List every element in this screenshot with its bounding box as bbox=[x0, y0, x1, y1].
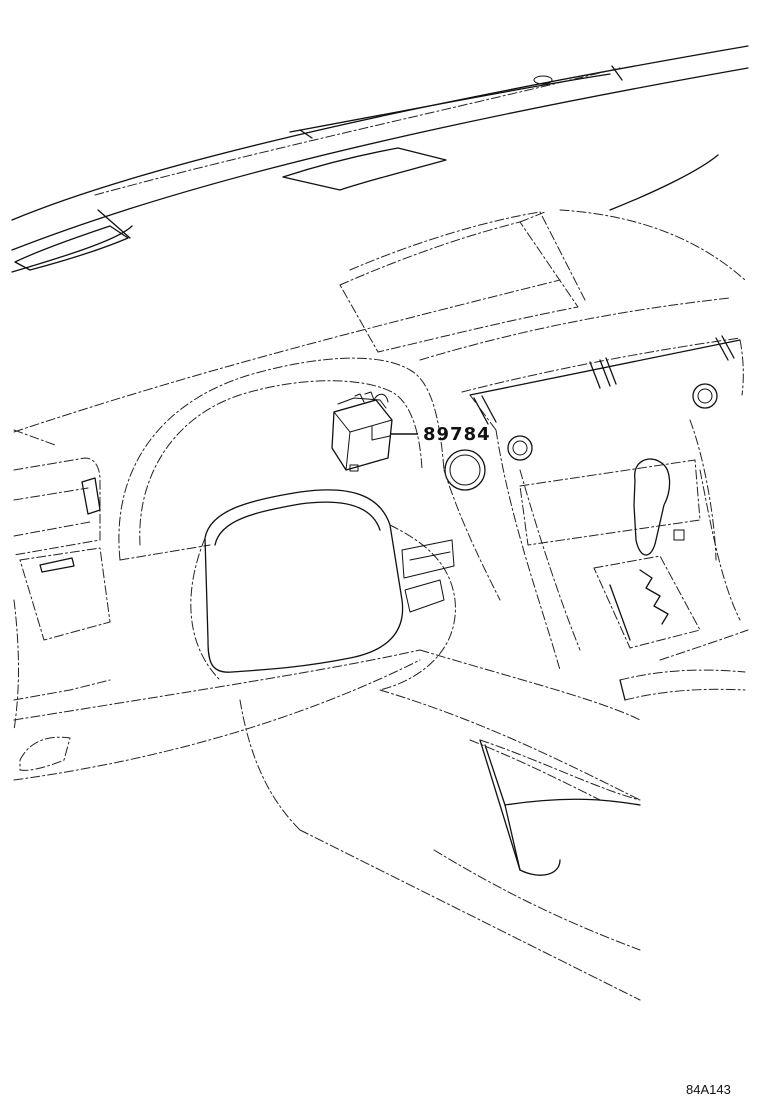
start-button bbox=[444, 449, 486, 491]
display-hood bbox=[339, 211, 586, 353]
instrument-cluster-hood bbox=[118, 357, 501, 601]
left-defroster-vent bbox=[14, 209, 131, 271]
center-console bbox=[419, 297, 744, 671]
lower-storage-pocket bbox=[479, 739, 641, 876]
control-module-89784: 89784 bbox=[331, 391, 491, 472]
shift-lever bbox=[593, 419, 741, 649]
part-number-label: 89784 bbox=[423, 424, 491, 445]
control-module-icon bbox=[331, 391, 393, 472]
lower-dashboard bbox=[13, 649, 641, 1001]
upper-dash-surface bbox=[13, 154, 746, 433]
console-storage bbox=[619, 629, 749, 701]
figure-code-label: 84A143 bbox=[686, 1082, 731, 1097]
lower-left-panel bbox=[13, 547, 111, 771]
steering-wheel-airbag bbox=[190, 489, 456, 691]
center-defroster-vent bbox=[282, 147, 447, 191]
left-side-vent bbox=[13, 429, 101, 556]
dashboard-top-outline bbox=[11, 45, 749, 273]
